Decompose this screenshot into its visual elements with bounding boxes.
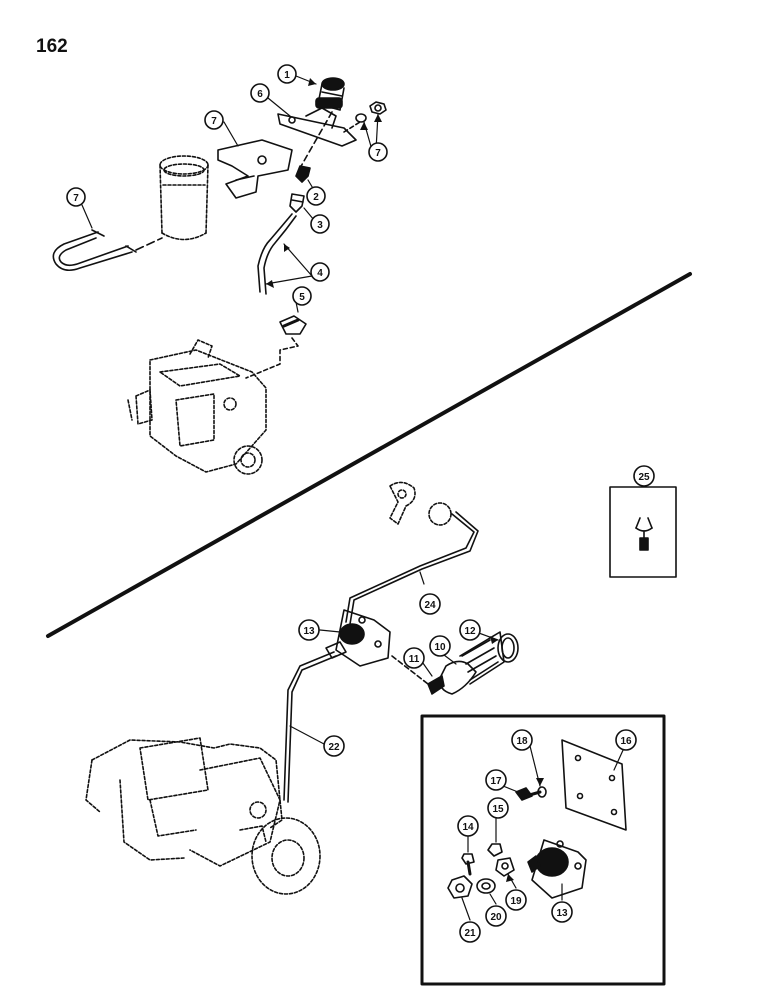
wire-22 — [283, 651, 337, 803]
callout-24: 24 — [419, 593, 441, 615]
svg-text:7: 7 — [73, 193, 79, 204]
wire-24 — [345, 511, 479, 625]
solenoid-13-inset — [527, 839, 587, 899]
svg-text:4: 4 — [317, 268, 323, 279]
callout-22: 22 — [323, 735, 345, 757]
sensor-switch — [315, 77, 345, 111]
mounting-plate-16 — [561, 739, 627, 831]
screw-14 — [461, 853, 475, 876]
fuel-filter-canister — [159, 155, 209, 241]
callout-16: 16 — [615, 729, 637, 751]
callout-19: 19 — [505, 889, 527, 911]
injection-pump — [127, 339, 267, 475]
callout-11: 11 — [403, 647, 425, 669]
callout-17: 17 — [485, 769, 507, 791]
svg-text:19: 19 — [510, 896, 522, 907]
callout-4: 4 — [310, 262, 330, 282]
callout-3: 3 — [310, 214, 330, 234]
callout-7a: 7 — [204, 110, 224, 130]
callout-6: 6 — [250, 83, 270, 103]
callout-1: 1 — [277, 64, 297, 84]
washer-18 — [537, 786, 547, 798]
separator-line — [46, 272, 692, 638]
svg-text:11: 11 — [409, 654, 420, 665]
fitting-3 — [289, 193, 305, 213]
svg-text:21: 21 — [464, 928, 476, 939]
callout-21: 21 — [459, 921, 481, 943]
svg-text:25: 25 — [638, 472, 650, 483]
spring-pin-11 — [427, 675, 445, 695]
fitting-2 — [295, 165, 311, 183]
svg-text:7: 7 — [375, 148, 381, 159]
callout-14: 14 — [457, 815, 479, 837]
svg-text:2: 2 — [313, 192, 319, 203]
nut-21 — [447, 875, 473, 899]
svg-text:15: 15 — [492, 804, 504, 815]
svg-text:13: 13 — [303, 626, 315, 637]
svg-text:10: 10 — [434, 642, 446, 653]
callout-20: 20 — [485, 905, 507, 927]
washer-20 — [476, 878, 496, 894]
terminal-25 — [635, 517, 653, 551]
svg-text:1: 1 — [284, 70, 290, 81]
callout-18: 18 — [511, 729, 533, 751]
svg-text:7: 7 — [211, 116, 217, 127]
tube-end-fitting — [389, 481, 452, 526]
callout-12: 12 — [459, 619, 481, 641]
callout-7b: 7 — [368, 142, 388, 162]
callout-25: 25 — [633, 465, 655, 487]
leader-lines — [81, 75, 645, 921]
fitting-5 — [279, 315, 307, 335]
starter-motor — [85, 737, 321, 895]
inset-box-terminal — [609, 486, 677, 578]
sensor-bracket — [277, 107, 357, 147]
solenoid-13 — [325, 609, 391, 667]
callout-2: 2 — [306, 186, 326, 206]
svg-text:22: 22 — [328, 742, 340, 753]
svg-text:3: 3 — [317, 220, 323, 231]
svg-text:6: 6 — [257, 89, 263, 100]
svg-text:18: 18 — [516, 736, 528, 747]
svg-text:5: 5 — [299, 292, 305, 303]
callout-15: 15 — [487, 797, 509, 819]
callout-7c: 7 — [66, 187, 86, 207]
callout-10: 10 — [429, 635, 451, 657]
u-bolt — [52, 229, 137, 272]
svg-text:16: 16 — [620, 736, 632, 747]
svg-text:20: 20 — [490, 912, 502, 923]
svg-text:13: 13 — [556, 908, 568, 919]
mounting-bracket — [217, 139, 293, 199]
callout-5: 5 — [292, 286, 312, 306]
callout-13b: 13 — [551, 901, 573, 923]
leader-arrowheads — [266, 78, 544, 882]
svg-text:24: 24 — [424, 600, 436, 611]
nut-19 — [495, 857, 515, 877]
page-number: 162 — [36, 36, 68, 57]
callout-13a: 13 — [298, 619, 320, 641]
nut-and-lockwasher — [343, 101, 387, 133]
svg-text:12: 12 — [464, 626, 476, 637]
svg-text:17: 17 — [490, 776, 502, 787]
bolt-17 — [515, 787, 542, 801]
o-ring-12 — [497, 633, 519, 663]
nut-15 — [487, 843, 503, 857]
inset-box-solenoid — [420, 714, 666, 986]
svg-text:14: 14 — [462, 822, 474, 833]
fuel-hose — [257, 213, 297, 295]
